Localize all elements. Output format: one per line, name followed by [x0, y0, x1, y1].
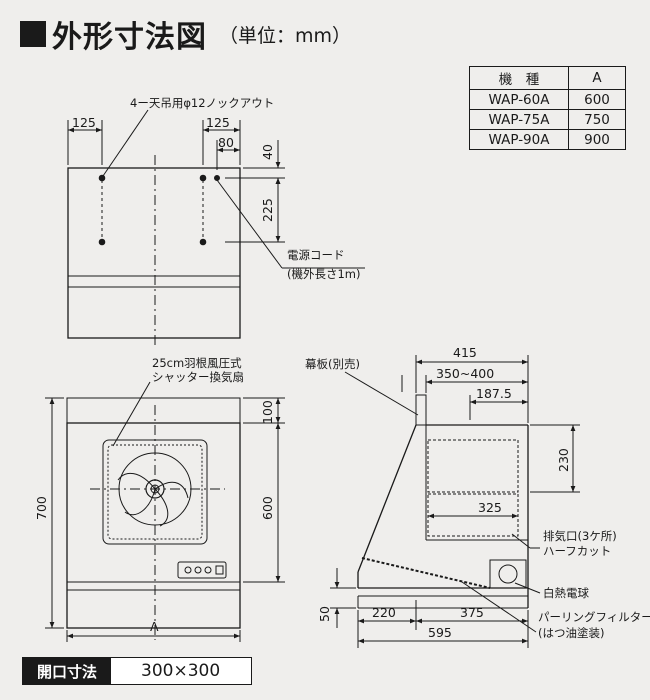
dim-top-225: 225 — [260, 198, 275, 222]
table-row: WAP-90A 900 — [469, 129, 626, 150]
title-unit: （単位：mm） — [219, 24, 352, 47]
dim-top-left-125: 125 — [72, 115, 96, 130]
a-cell: 900 — [568, 129, 626, 150]
dim-top-80: 80 — [218, 135, 234, 150]
front-view-outline — [66, 422, 241, 629]
dim-side-375: 375 — [460, 605, 484, 620]
curtain-label: 幕板(別売) — [305, 357, 360, 371]
fan-frame — [102, 439, 208, 545]
title-square-icon — [20, 21, 46, 47]
knockout-leader — [102, 109, 149, 177]
dim-front-100: 100 — [260, 400, 275, 424]
model-cell: WAP-75A — [469, 109, 569, 130]
table-row: WAP-75A 750 — [469, 109, 626, 130]
table-row: WAP-60A 600 — [469, 89, 626, 110]
fan-label-1: 25cm羽根風圧式 — [152, 356, 242, 370]
a-cell: 600 — [568, 89, 626, 110]
lamp-bulb-icon — [498, 564, 518, 584]
cord-leader — [216, 179, 283, 269]
cord-label-1: 電源コード — [287, 248, 345, 262]
switch-panel — [177, 561, 227, 579]
knockout-hole — [98, 238, 106, 246]
page-title: 外形寸法図 （単位：mm） — [20, 12, 351, 56]
opening-label: 開口寸法 — [23, 658, 112, 684]
opening-dimension-box: 開口寸法 300×300 — [22, 657, 253, 685]
exhaust-leader — [511, 533, 531, 549]
dim-top-40: 40 — [260, 144, 275, 160]
dim-side-415: 415 — [453, 345, 477, 360]
lamp-leader — [514, 582, 541, 594]
switch-knob — [194, 566, 202, 574]
exhaust-port — [427, 439, 519, 493]
model-cell: WAP-90A — [469, 129, 569, 150]
knockout-hole — [199, 238, 207, 246]
fan-blades — [117, 472, 189, 527]
top-view-outline — [67, 167, 241, 339]
top-view — [67, 109, 365, 345]
knockout-hole — [98, 174, 106, 182]
curtain-board — [415, 394, 427, 426]
opening-value: 300×300 — [111, 658, 252, 684]
knockout-label: 4ー天吊用φ12ノックアウト — [130, 96, 274, 110]
filter-leader — [461, 581, 537, 633]
switch-button — [215, 565, 224, 575]
filter-label-2: (はつ油塗装) — [538, 626, 604, 640]
switch-knob — [184, 566, 192, 574]
curtain-leader — [344, 371, 419, 416]
dim-side-187: 187.5 — [476, 386, 512, 401]
side-view — [330, 355, 580, 648]
header-a: A — [568, 66, 626, 90]
dim-side-595: 595 — [428, 625, 452, 640]
fan-guard — [118, 452, 192, 526]
cord-label-2: (機外長さ1m) — [287, 267, 361, 281]
dim-top-right-125: 125 — [206, 115, 230, 130]
fan-label-2: シャッター換気扇 — [152, 370, 244, 384]
dim-front-700: 700 — [34, 496, 49, 520]
dim-side-350-400: 350~400 — [436, 366, 494, 381]
fan-hub-center — [150, 484, 160, 494]
lamp-housing — [489, 559, 527, 589]
model-table-header: 機 種 A — [469, 66, 626, 90]
lamp-label: 白熱電球 — [543, 586, 589, 600]
model-cell: WAP-60A — [469, 89, 569, 110]
model-table: 機 種 A WAP-60A 600 WAP-75A 750 WAP-90A 90… — [469, 66, 626, 150]
fan-hub — [145, 479, 165, 499]
fan-leader — [112, 381, 151, 447]
title-main: 外形寸法図 — [52, 20, 207, 55]
front-top-band — [66, 397, 241, 424]
exhaust-port — [427, 493, 519, 537]
cord-hole — [214, 175, 220, 181]
filter-line — [361, 557, 491, 589]
switch-knob — [204, 566, 212, 574]
knockout-hole — [199, 174, 207, 182]
dim-side-220: 220 — [372, 605, 396, 620]
side-front-slope — [357, 424, 417, 573]
dim-front-600: 600 — [260, 496, 275, 520]
exhaust-label-1: 排気口(3ケ所) — [543, 529, 617, 543]
dim-side-325: 325 — [478, 500, 502, 515]
filter-label-1: パーリングフィルター — [538, 610, 650, 624]
dim-side-50: 50 — [317, 606, 332, 622]
dim-side-230: 230 — [556, 448, 571, 472]
front-view — [45, 381, 285, 642]
exhaust-label-2: ハーフカット — [543, 544, 611, 558]
dim-front-a: A — [150, 619, 159, 634]
